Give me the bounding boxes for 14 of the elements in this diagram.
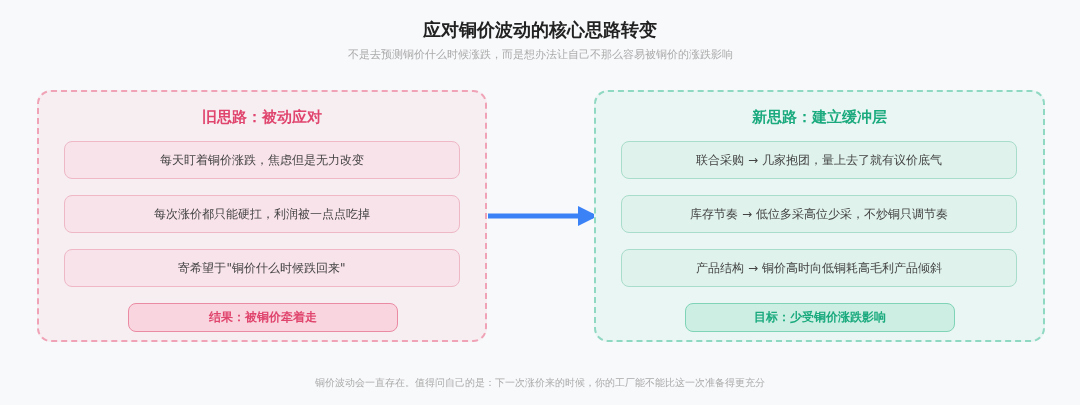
result-box: 结果：被铜价牵着走	[128, 303, 398, 332]
point-box: 产品结构 → 铜价高时向低铜耗高毛利产品倾斜	[621, 249, 1017, 287]
point-box: 联合采购 → 几家抱团，量上去了就有议价底气	[621, 141, 1017, 179]
group-panel	[594, 90, 1045, 342]
diagram-title: 应对铜价波动的核心思路转变	[422, 18, 658, 42]
group-panel	[37, 90, 487, 342]
point-box: 每天盯着铜价涨跌，焦虑但是无力改变	[64, 141, 460, 179]
subtitle: 不是去预测铜价什么时候涨跌，而是想办法让自己不那么容易被铜价的涨跌影响	[346, 47, 734, 62]
point-box: 寄希望于"铜价什么时候跌回来"	[64, 249, 460, 287]
point-box: 库存节奏 → 低位多采高位少采，不炒铜只调节奏	[621, 195, 1017, 233]
panel-heading: 新思路：建立缓冲层	[751, 108, 888, 127]
point-box: 每次涨价都只能硬扛，利润被一点点吃掉	[64, 195, 460, 233]
panel-heading: 旧思路：被动应对	[201, 108, 323, 127]
result-box: 目标：少受铜价涨跌影响	[685, 303, 955, 332]
